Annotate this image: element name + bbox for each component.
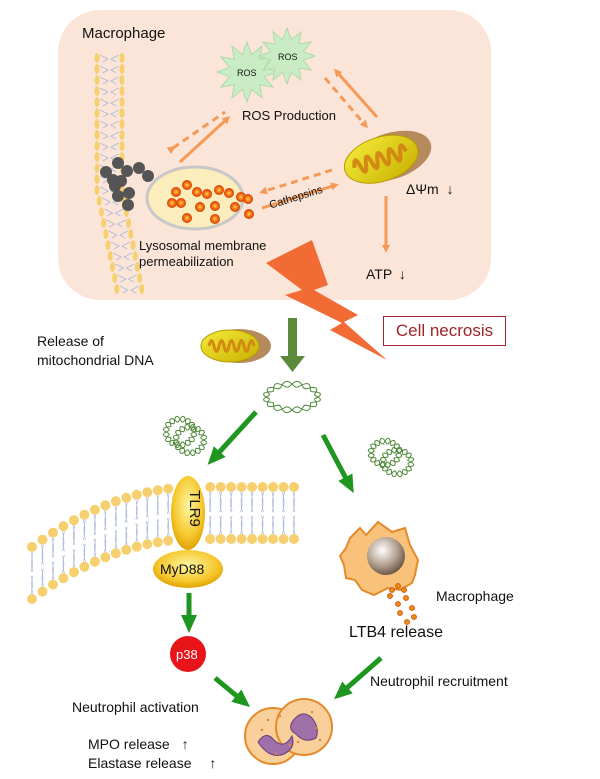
mpo-release-text: MPO release [88, 736, 170, 752]
cell-necrosis-label: Cell necrosis [395, 321, 494, 340]
elastase-release-text: Elastase release [88, 755, 192, 771]
neutrophil-cells-icon [244, 698, 333, 765]
ros-production-label: ROS Production [242, 108, 336, 123]
green-arrows [181, 410, 383, 708]
mtdna-circle-right [367, 437, 415, 478]
down-arrow-icon: ↓ [398, 266, 406, 282]
lmp-label-line1: Lysosomal membrane [139, 238, 267, 253]
down-arrow-icon: ↓ [446, 181, 454, 197]
p38-label: p38 [176, 647, 198, 662]
neutrophil-activation-label: Neutrophil activation [72, 699, 199, 715]
cathepsin-granules [167, 180, 254, 224]
atp-label: ATP ↓ [366, 266, 406, 282]
ros-label-1: ROS [237, 68, 257, 78]
release-label-line2: mitochondrial DNA [37, 352, 154, 368]
cell-membrane-vertical [94, 53, 145, 294]
p38-kinase [170, 636, 206, 672]
ltb4-release-label: LTB4 release [349, 624, 443, 641]
lightning-bolt-icon [266, 240, 387, 360]
cell-necrosis-box: Cell necrosis [383, 316, 506, 346]
lysosome [145, 165, 245, 231]
particles [100, 157, 154, 211]
delta-psi-m: ΔΨm [406, 181, 439, 197]
mpo-release-label: MPO release ↑ [88, 736, 189, 752]
lmp-label-line2: permeabilization [139, 254, 234, 269]
ros-star-2 [257, 26, 317, 86]
mtdna-circle-left [162, 415, 208, 457]
release-arrow-icon [280, 318, 305, 372]
membrane-potential-label: ΔΨm ↓ [406, 181, 454, 197]
macrophage-cell-icon [338, 520, 420, 625]
myd88-adaptor [153, 550, 223, 588]
elastase-release-label: Elastase release ↑ [88, 755, 216, 771]
panel-title: Macrophage [82, 25, 166, 42]
tlr9-receptor [171, 476, 205, 550]
orange-arrows [166, 68, 390, 253]
macrophage-label: Macrophage [436, 588, 514, 604]
ros-label-2: ROS [278, 52, 298, 62]
myd88-label: MyD88 [160, 561, 205, 577]
tlr9-label: TLR9 [185, 490, 203, 527]
mtdna-circle-center [262, 380, 322, 414]
macrophage-panel [58, 10, 491, 300]
mitochondrion-icon [343, 130, 432, 184]
plasma-membrane-curved [27, 482, 299, 604]
neutrophil-recruitment-label: Neutrophil recruitment [370, 673, 508, 689]
mitochondrion-icon-released [200, 329, 271, 363]
up-arrow-icon: ↑ [181, 736, 189, 752]
release-label-line1: Release of [37, 333, 104, 349]
up-arrow-icon: ↑ [209, 755, 217, 771]
atp-text: ATP [366, 266, 392, 282]
